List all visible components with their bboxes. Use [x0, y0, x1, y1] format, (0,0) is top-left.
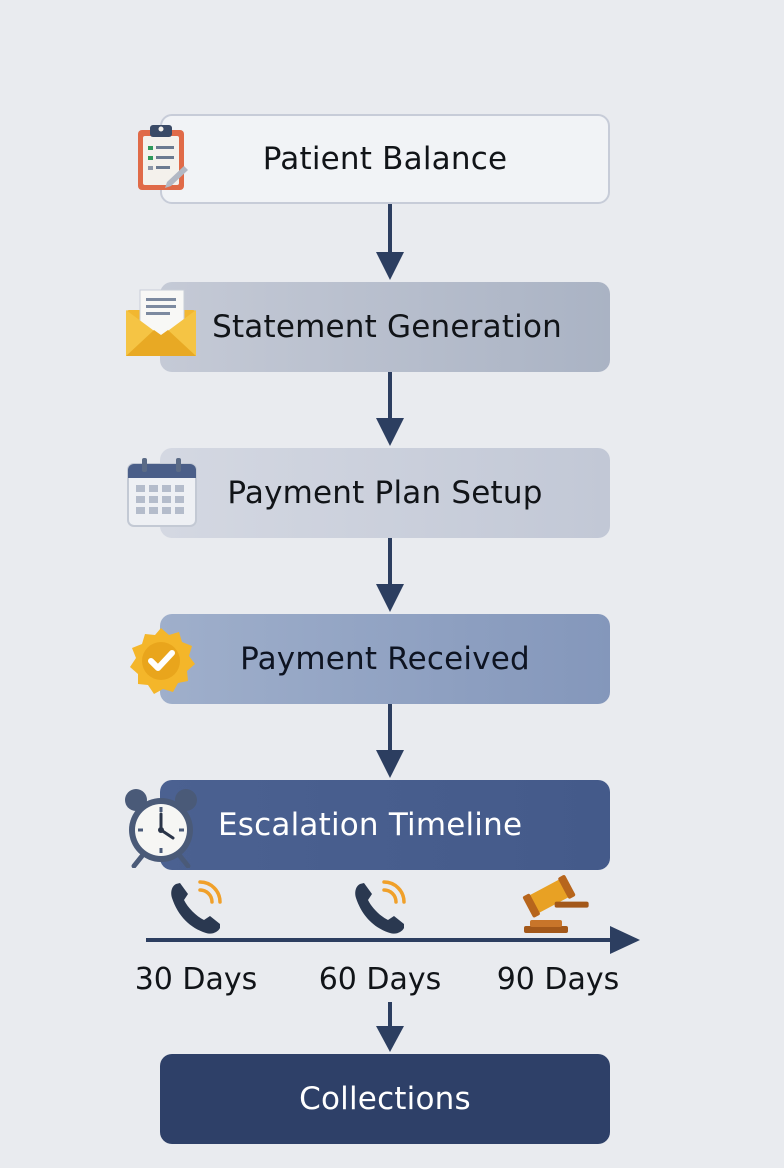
step-label: Statement Generation	[212, 309, 562, 345]
step-patient-balance: Patient Balance	[160, 114, 610, 204]
timeline-axis	[146, 920, 646, 960]
timeline-tick-90: 90 Days	[496, 962, 620, 997]
step-statement-generation: Statement Generation	[160, 282, 610, 372]
step-collections: Collections	[160, 1054, 610, 1144]
clipboard-icon	[134, 122, 190, 198]
calendar-icon	[126, 456, 198, 532]
alarm-clock-icon	[122, 786, 200, 872]
timeline-tick-60: 60 Days	[318, 962, 442, 997]
phone-icon	[168, 878, 224, 940]
gavel-icon	[520, 872, 600, 942]
step-label: Payment Plan Setup	[227, 475, 543, 511]
step-payment-plan-setup: Payment Plan Setup	[160, 448, 610, 538]
step-label: Payment Received	[240, 641, 530, 677]
step-label: Escalation Timeline	[218, 807, 523, 843]
timeline-tick-30: 30 Days	[134, 962, 258, 997]
phone-icon	[352, 878, 408, 940]
step-label: Patient Balance	[262, 141, 508, 177]
step-escalation-timeline: Escalation Timeline	[160, 780, 610, 870]
step-payment-received: Payment Received	[160, 614, 610, 704]
check-badge-icon	[126, 626, 196, 700]
step-label: Collections	[299, 1081, 471, 1117]
envelope-icon	[124, 288, 200, 364]
